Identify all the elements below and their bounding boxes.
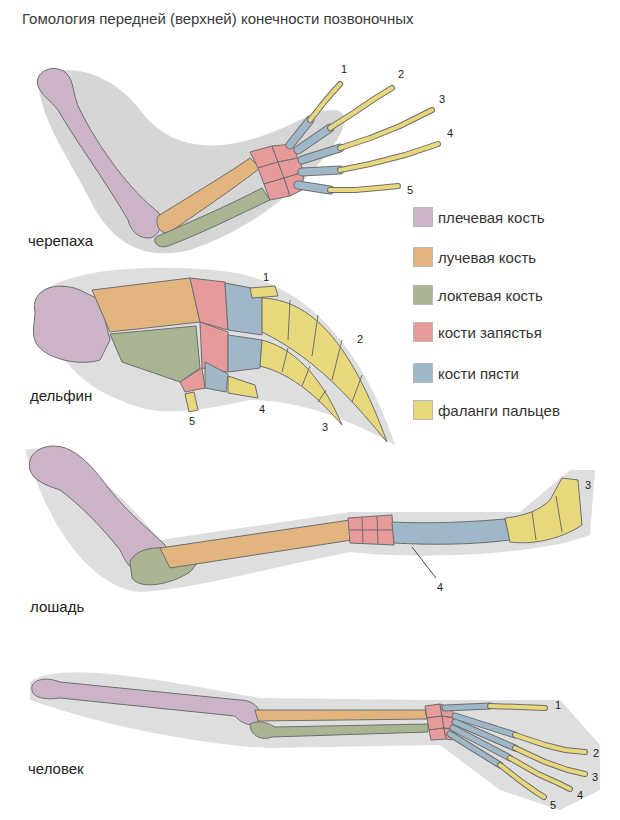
legend-swatch [413, 363, 433, 383]
legend-text: локтевая кость [438, 287, 543, 304]
legend-text: кости пясти [438, 365, 519, 382]
legend-text: лучевая кость [438, 249, 536, 266]
legend-swatch [413, 207, 433, 227]
callout-number: 5 [550, 799, 556, 812]
callout-number: 1 [263, 271, 269, 284]
legend-row: кости пясти [413, 363, 519, 383]
diagram-title: Гомология передней (верхней) конечности … [22, 10, 413, 28]
callout-number: 4 [437, 581, 443, 594]
callout-number: 4 [577, 789, 583, 802]
callout-number: 2 [357, 333, 363, 346]
legend-text: кости запястья [438, 324, 542, 341]
callout-number: 2 [593, 747, 599, 760]
callout-number: 1 [555, 699, 561, 712]
callout-number: 4 [259, 403, 265, 416]
legend-row: плечевая кость [413, 207, 545, 227]
animal-name: черепаха [28, 232, 93, 250]
legend-row: кости запястья [413, 322, 542, 342]
callout-number: 3 [322, 421, 328, 434]
callout-number: 3 [585, 479, 591, 492]
callout-number: 2 [398, 68, 404, 81]
legend-swatch [413, 400, 433, 420]
animal-name: дельфин [30, 387, 92, 405]
callout-number: 4 [447, 127, 453, 140]
animal-name: лошадь [30, 598, 84, 616]
legend-row: фаланги пальцев [413, 400, 560, 420]
callout-number: 5 [407, 184, 413, 197]
legend-row: лучевая кость [413, 247, 536, 267]
callout-number: 3 [592, 771, 598, 784]
legend-swatch [413, 322, 433, 342]
callout-number: 3 [439, 93, 445, 106]
legend-swatch [413, 285, 433, 305]
legend-text: плечевая кость [438, 209, 545, 226]
legend-text: фаланги пальцев [438, 402, 560, 419]
callout-number: 1 [341, 63, 347, 76]
animal-name: человек [28, 760, 84, 778]
legend-row: локтевая кость [413, 285, 543, 305]
callout-number: 5 [189, 415, 195, 428]
legend-swatch [413, 247, 433, 267]
